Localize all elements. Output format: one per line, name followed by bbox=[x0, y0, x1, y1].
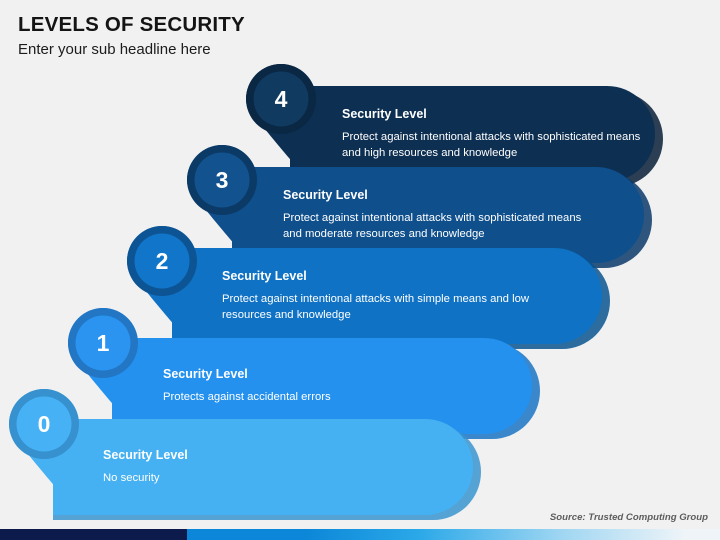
level-heading: Security Level bbox=[163, 366, 248, 381]
level-description: Protect against intentional attacks with… bbox=[342, 130, 641, 159]
level-pin-marker[interactable]: 1 bbox=[68, 308, 144, 412]
slide-header: LEVELS OF SECURITY Enter your sub headli… bbox=[18, 13, 245, 59]
level-bar[interactable] bbox=[112, 338, 532, 434]
pin-icon bbox=[9, 389, 79, 490]
pin-icon bbox=[127, 226, 197, 327]
level-pin-marker[interactable]: 3 bbox=[187, 145, 263, 249]
pin-icon bbox=[68, 308, 138, 409]
page-title: LEVELS OF SECURITY bbox=[18, 13, 245, 36]
pin-icon bbox=[246, 64, 316, 165]
level-bar[interactable] bbox=[290, 86, 655, 182]
page-subtitle: Enter your sub headline here bbox=[18, 40, 211, 58]
source-attribution: Source: Trusted Computing Group bbox=[549, 512, 708, 523]
level-row[interactable]: Security Level No security bbox=[0, 419, 720, 520]
level-description: No security bbox=[103, 471, 160, 484]
level-description: Protects against accidental errors bbox=[163, 390, 331, 403]
level-description: Protect against intentional attacks with… bbox=[283, 211, 582, 240]
level-heading: Security Level bbox=[342, 106, 427, 121]
level-heading: Security Level bbox=[283, 187, 368, 202]
level-pin-marker[interactable]: 4 bbox=[246, 64, 322, 168]
level-bar[interactable] bbox=[172, 248, 602, 344]
level-heading: Security Level bbox=[222, 268, 307, 283]
level-bar[interactable] bbox=[232, 167, 644, 263]
level-pin-marker[interactable]: 0 bbox=[9, 389, 85, 493]
level-text-block: Security Level No security bbox=[103, 419, 441, 515]
level-heading: Security Level bbox=[103, 447, 188, 462]
pin-icon bbox=[187, 145, 257, 246]
bottom-accent-strip bbox=[0, 529, 720, 540]
level-description: Protect against intentional attacks with… bbox=[222, 292, 530, 321]
level-bar[interactable] bbox=[53, 419, 473, 515]
